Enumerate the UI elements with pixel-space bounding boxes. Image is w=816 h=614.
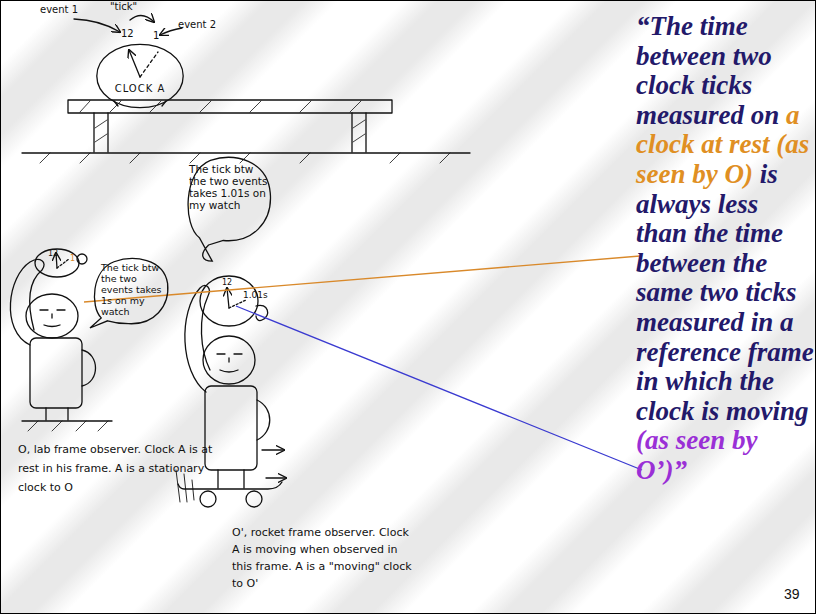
page-number: 39 [784, 586, 800, 602]
observer-arm [257, 400, 270, 440]
tick-label: "tick" [110, 1, 137, 13]
outline-path [97, 44, 183, 107]
clock-number: 12 [48, 249, 58, 258]
skateboard-wheel [200, 491, 216, 507]
outline [95, 43, 185, 109]
clock-number: 12 [121, 28, 134, 40]
speech-bubble: The tick btw the two events takes 1.01s … [181, 155, 273, 245]
small-clock [35, 249, 79, 277]
clock-face: CLOCK A [95, 43, 185, 109]
quote-text: “The time between two clock ticks measur… [636, 12, 814, 486]
clock-name: CLOCK A [95, 83, 185, 95]
clock-reading: 1.01s [243, 290, 268, 300]
observer-head [203, 336, 255, 384]
event-label: event 1 [40, 4, 78, 16]
tick-arrow [130, 15, 154, 22]
observer-body [205, 386, 257, 470]
skateboard-wheel [246, 491, 262, 507]
quote-highlight: (as seen by O’)” [636, 425, 757, 485]
observer-caption: O, lab frame observer. Clock A is at res… [18, 440, 233, 497]
motion-arrow [262, 449, 284, 450]
outline-path [90, 259, 168, 328]
clock-hand [129, 50, 140, 77]
motion-arrow [266, 477, 286, 478]
small-clock [200, 276, 258, 326]
clock-number: 1 [70, 254, 75, 263]
floor-hatch [28, 421, 108, 431]
table-leg [94, 113, 366, 152]
quote-part: is always less than the time between the… [636, 159, 814, 426]
observer-arm [82, 350, 96, 386]
speech-bubble: The tick btw the two events takes 1s on … [90, 256, 170, 328]
speech-text: The tick btw the two events takes 1.01s … [189, 163, 269, 211]
observer-face [40, 310, 65, 327]
observer-arm-loop [185, 286, 210, 392]
table-top [68, 100, 392, 113]
leg-hatch [95, 120, 365, 142]
floor-line [22, 420, 112, 421]
floor-hatch [40, 153, 450, 163]
leader-line [236, 306, 642, 470]
observer-legs [46, 408, 68, 420]
table-hatch [80, 101, 361, 112]
clock-number: 1 [153, 30, 159, 42]
clock-hand-dashed [57, 259, 69, 268]
event-label: event 2 [178, 19, 216, 31]
outline-path [188, 157, 270, 261]
observer-body [30, 338, 82, 408]
quote-part: “The time between two clock ticks measur… [636, 11, 779, 130]
speech-text: The tick btw the two events takes 1s on … [101, 263, 165, 318]
observer-legs [218, 470, 244, 488]
clock-hand-dashed [140, 52, 158, 77]
observer-face [217, 354, 242, 372]
event-arrow [74, 19, 120, 32]
observer-caption: O', rocket frame observer. Clock A is mo… [232, 524, 417, 592]
clock-hand [227, 288, 229, 308]
observer-head [26, 294, 78, 338]
clock-knob [77, 254, 87, 264]
clock-number: 12 [222, 278, 232, 287]
observer-arm-loop [10, 260, 44, 345]
skateboard [178, 482, 282, 489]
